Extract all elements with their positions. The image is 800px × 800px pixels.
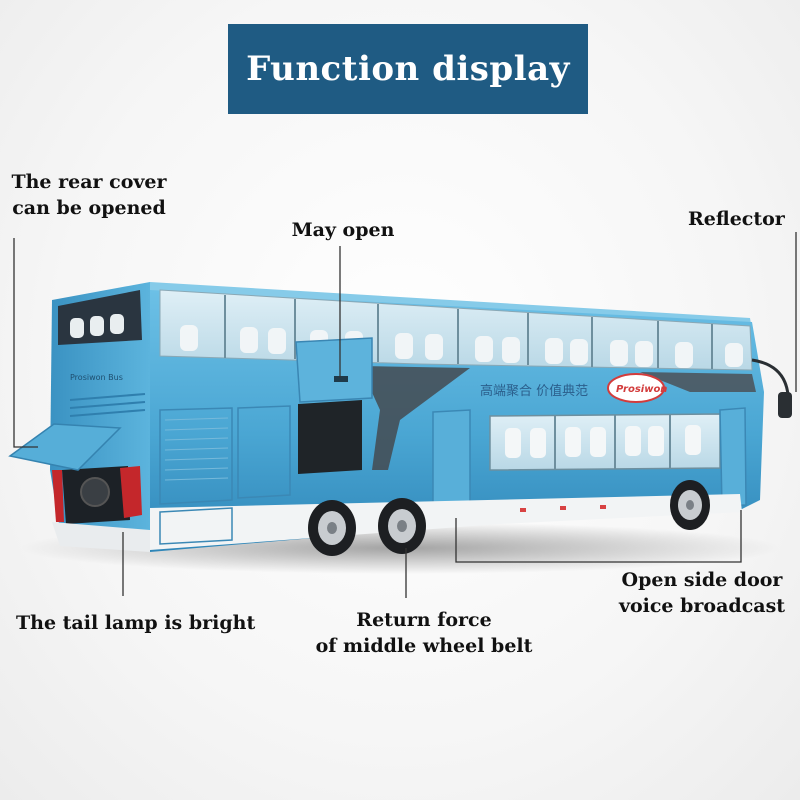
title-banner: Function display — [228, 24, 588, 114]
reflector-mirror — [778, 392, 792, 418]
mirror-arm — [751, 358, 790, 396]
callout-line-side-door — [455, 510, 742, 563]
wheel-rear-1 — [308, 500, 356, 556]
page-title: Function display — [246, 49, 570, 89]
callout-line-rear-cover — [13, 238, 38, 448]
livery-logo-badge — [607, 373, 665, 403]
side-vents — [164, 417, 229, 481]
label-middle-wheel-line1: Return force — [356, 609, 492, 631]
hatch-opening — [298, 400, 362, 474]
open-hatch-panel — [295, 337, 373, 403]
hatch-handle — [334, 376, 348, 382]
marker-lights — [520, 505, 606, 512]
rear-cover-open — [8, 423, 122, 471]
label-side-door-line2: voice broadcast — [618, 595, 786, 617]
engine — [80, 477, 110, 507]
side-panel-lines — [159, 405, 291, 545]
rear-badge: Prosiwon Bus — [70, 373, 123, 382]
rear-window-seats — [70, 314, 124, 338]
livery-logo: Prosiwon — [616, 384, 667, 395]
label-may-open: May open — [291, 219, 395, 241]
upper-window-pillars — [224, 295, 713, 369]
label-rear-cover-line2: can be opened — [12, 197, 166, 219]
rear-grille — [69, 393, 146, 417]
label-reflector: Reflector — [688, 208, 785, 230]
wheel-rear-2 — [378, 498, 426, 554]
front-door-open — [719, 407, 747, 507]
rear-bumper — [52, 522, 150, 552]
livery-slogan: 高端聚合 价值典范 — [480, 383, 588, 399]
side-door-open — [432, 409, 471, 515]
lower-window-pillars — [554, 414, 671, 469]
side-swoosh — [360, 366, 470, 470]
label-rear-cover: The rear cover can be opened — [0, 169, 178, 221]
label-tail-lamp: The tail lamp is bright — [16, 612, 256, 634]
front-swoosh — [640, 372, 756, 392]
label-middle-wheel: Return force of middle wheel belt — [296, 607, 552, 659]
label-middle-wheel-line2: of middle wheel belt — [315, 635, 533, 657]
lower-seats — [505, 425, 701, 458]
label-side-door-line1: Open side door — [621, 569, 783, 591]
label-rear-cover-line1: The rear cover — [11, 171, 167, 193]
tail-lamp-right — [120, 466, 142, 518]
tail-lamp-left — [52, 470, 64, 522]
wheel-front — [670, 480, 710, 530]
label-side-door: Open side door voice broadcast — [604, 567, 800, 619]
bus-skirt — [150, 494, 742, 550]
